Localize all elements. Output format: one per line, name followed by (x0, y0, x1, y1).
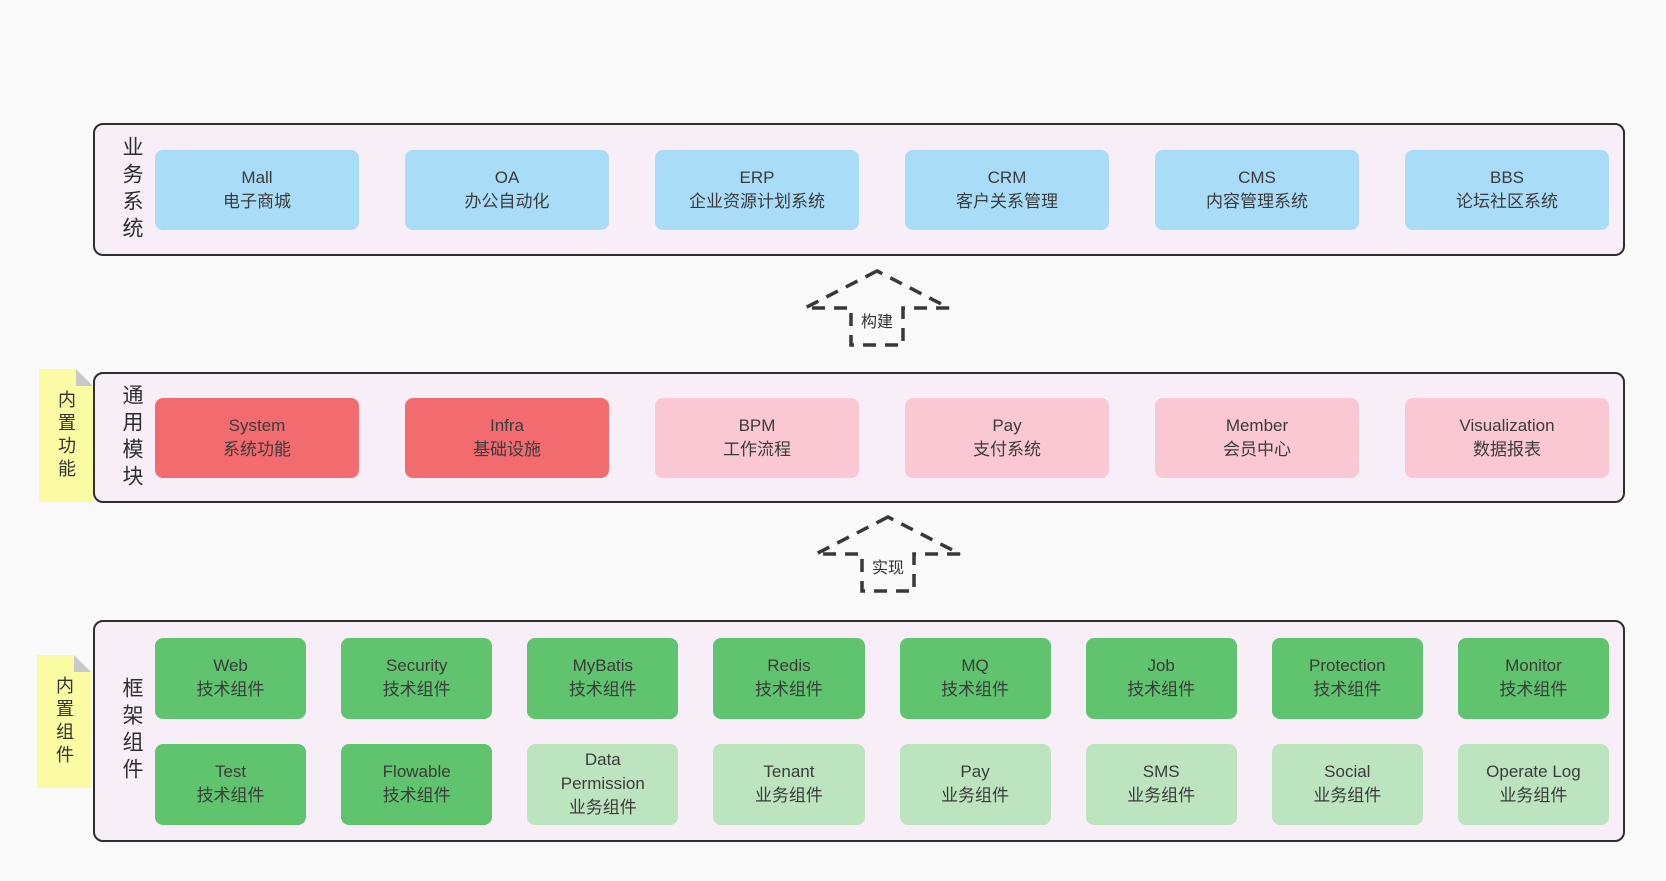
node-pay-system: Pay 支付系统 (905, 397, 1109, 478)
node-web: Web 技术组件 (155, 637, 307, 719)
node-monitor: Monitor 技术组件 (1457, 637, 1609, 719)
sticky-note-built-in-components: 内置组件 (37, 655, 91, 788)
modules-box-row: System 系统功能 Infra 基础设施 BPM 工作流程 Pay 支付系统… (155, 397, 1609, 478)
band-business-systems: 业务系统 Mall 电子商城 OA 办公自动化 ERP 企业资源计划系统 CRM… (93, 123, 1625, 256)
framework-row-2: Test 技术组件 Flowable 技术组件 Data Permission … (155, 743, 1609, 825)
node-system: System 系统功能 (155, 397, 359, 478)
node-bpm: BPM 工作流程 (655, 397, 859, 478)
node-member: Member 会员中心 (1155, 397, 1359, 478)
dashed-up-arrow-build: 构建 (802, 268, 952, 348)
block-arrow-up-icon (804, 269, 950, 347)
dashed-up-arrow-implement: 实现 (813, 514, 963, 594)
band-common-modules: 通用模块 System 系统功能 Infra 基础设施 BPM 工作流程 Pay… (93, 372, 1625, 503)
note-fold-corner (76, 369, 93, 386)
node-visualization: Visualization 数据报表 (1405, 397, 1609, 478)
node-mybatis: MyBatis 技术组件 (527, 637, 679, 719)
node-bbs: BBS 论坛社区系统 (1405, 149, 1609, 230)
sticky-note-built-in-features: 内置功能 (39, 369, 93, 502)
band-framework-components: 框架组件 Web 技术组件 Security 技术组件 MyBatis 技术组件… (93, 620, 1625, 842)
band-label: 框架组件 (120, 677, 143, 785)
node-tenant: Tenant 业务组件 (713, 743, 865, 825)
node-protection: Protection 技术组件 (1271, 637, 1423, 719)
note-text: 内置功能 (56, 389, 76, 482)
node-cms: CMS 内容管理系统 (1155, 149, 1359, 230)
node-job: Job 技术组件 (1085, 637, 1237, 719)
node-infra: Infra 基础设施 (405, 397, 609, 478)
node-security: Security 技术组件 (341, 637, 493, 719)
node-redis: Redis 技术组件 (713, 637, 865, 719)
node-data-permission: Data Permission 业务组件 (527, 743, 679, 825)
block-arrow-up-icon (815, 515, 961, 593)
node-operate-log: Operate Log 业务组件 (1457, 743, 1609, 825)
business-box-row: Mall 电子商城 OA 办公自动化 ERP 企业资源计划系统 CRM 客户关系… (155, 149, 1609, 230)
node-flowable: Flowable 技术组件 (341, 743, 493, 825)
band-label: 业务系统 (120, 135, 143, 244)
node-mq: MQ 技术组件 (899, 637, 1051, 719)
note-text: 内置组件 (54, 675, 74, 768)
node-erp: ERP 企业资源计划系统 (655, 149, 859, 230)
node-social: Social 业务组件 (1271, 743, 1423, 825)
band-label: 通用模块 (120, 383, 143, 492)
arrow-label-implement: 实现 (869, 554, 907, 578)
node-crm: CRM 客户关系管理 (905, 149, 1109, 230)
framework-row-1: Web 技术组件 Security 技术组件 MyBatis 技术组件 Redi… (155, 637, 1609, 719)
node-test: Test 技术组件 (155, 743, 307, 825)
node-pay-component: Pay 业务组件 (899, 743, 1051, 825)
framework-rows: Web 技术组件 Security 技术组件 MyBatis 技术组件 Redi… (155, 637, 1609, 825)
node-sms: SMS 业务组件 (1085, 743, 1237, 825)
note-fold-corner (74, 655, 91, 672)
node-oa: OA 办公自动化 (405, 149, 609, 230)
arrow-label-build: 构建 (858, 308, 896, 332)
node-mall: Mall 电子商城 (155, 149, 359, 230)
